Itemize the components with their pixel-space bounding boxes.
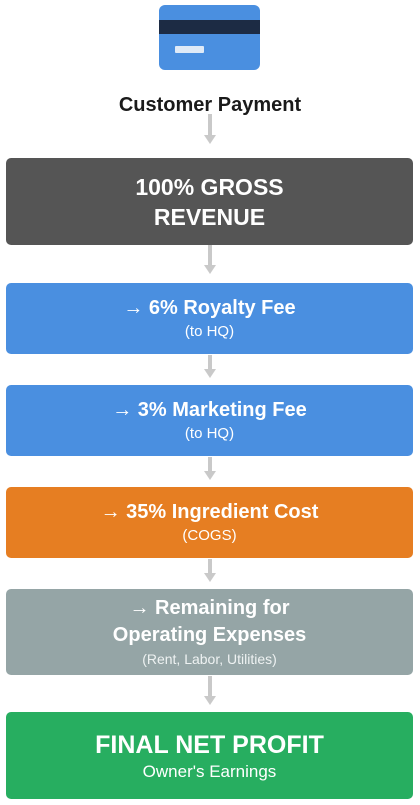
flow-arrow (204, 355, 216, 379)
royalty-fee-title: → 6% Royalty Fee (123, 297, 296, 319)
operating-expenses-box: → Remaining for Operating Expenses (Rent… (6, 589, 413, 675)
card-stripe (159, 20, 260, 34)
marketing-fee-sub: (to HQ) (184, 425, 235, 442)
flow-arrow (204, 114, 216, 144)
marketing-fee-title: → 3% Marketing Fee (112, 399, 307, 421)
credit-card-icon (159, 5, 260, 70)
ingredient-cost-sub: (COGS) (182, 527, 237, 544)
ingredient-cost-title: → 35% Ingredient Cost (100, 501, 319, 523)
net-profit-sub: Owner's Earnings (142, 761, 277, 781)
ingredient-cost-box: → 35% Ingredient Cost (COGS) (6, 487, 413, 558)
flow-arrow (204, 245, 216, 275)
gross-revenue-line1: 100% GROSS (135, 173, 284, 200)
operating-expenses-line2: Operating Expenses (112, 624, 307, 646)
royalty-fee-box: → 6% Royalty Fee (to HQ) (6, 283, 413, 354)
net-profit-title: FINAL NET PROFIT (95, 730, 324, 759)
card-chip (175, 46, 204, 53)
flow-arrow (204, 457, 216, 481)
flow-arrow (204, 676, 216, 706)
flow-arrow (204, 559, 216, 583)
gross-revenue-box: 100% GROSS REVENUE (6, 158, 413, 245)
marketing-fee-box: → 3% Marketing Fee (to HQ) (6, 385, 413, 456)
customer-payment-label: Customer Payment (118, 94, 302, 116)
gross-revenue-line2: REVENUE (153, 203, 266, 230)
operating-expenses-sub: (Rent, Labor, Utilities) (142, 651, 277, 667)
operating-expenses-line1: → Remaining for (129, 597, 290, 619)
net-profit-box: FINAL NET PROFIT Owner's Earnings (6, 712, 413, 799)
royalty-fee-sub: (to HQ) (184, 323, 235, 340)
